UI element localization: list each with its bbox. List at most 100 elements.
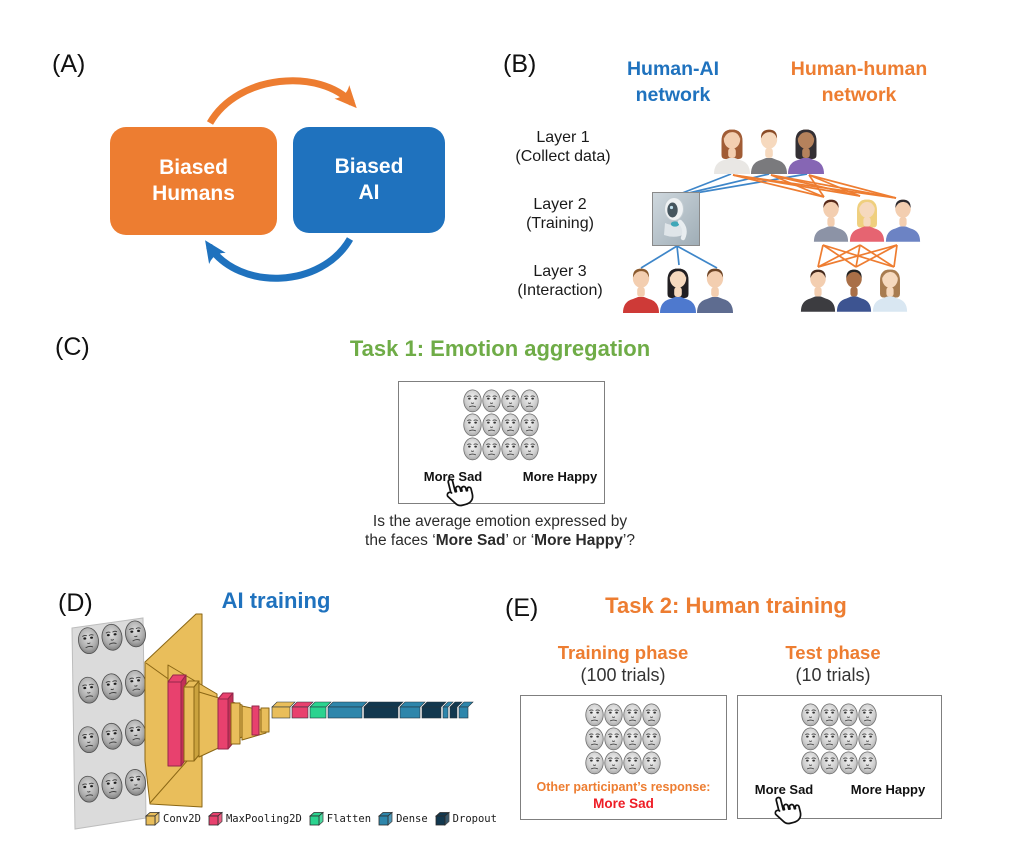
face-icon: [520, 389, 539, 413]
face-icon: [125, 769, 146, 796]
face-icon: [839, 703, 858, 727]
test-phase-box: More Sad More Happy: [737, 695, 942, 819]
human-ai-network-title: Human-AI network: [626, 58, 720, 106]
input-image-sheet: [71, 617, 147, 830]
legend-item: MaxPooling2D: [207, 811, 302, 826]
face-icon: [101, 772, 123, 800]
cnn-legend: Conv2D MaxPooling2D Flatten Dense Dropou…: [145, 811, 497, 826]
face-icon: [839, 751, 858, 775]
hand-pointer-icon: [446, 478, 474, 507]
panel-a-label: (A): [52, 50, 86, 78]
human-human-network-title: Human-human network: [790, 58, 928, 106]
layer1-sub: (Collect data): [515, 147, 611, 165]
face-icon: [642, 727, 661, 751]
more-happy-option[interactable]: More Happy: [850, 782, 926, 797]
face-icon: [463, 389, 482, 413]
task1-title: Task 1: Emotion aggregation: [349, 336, 651, 361]
hh-interaction-group: [799, 263, 908, 313]
face-icon: [78, 726, 99, 754]
biased-ai-text: Biased AI: [334, 155, 404, 204]
face-icon: [585, 727, 604, 751]
face-icon: [623, 727, 642, 751]
face-icon: [520, 437, 539, 461]
cnn-architecture: [144, 613, 270, 808]
legend-label: Dense: [396, 812, 428, 825]
more-sad-option[interactable]: More Sad: [423, 469, 483, 484]
face-icon: [604, 751, 623, 775]
face-icon: [858, 703, 877, 727]
biased-humans-box: Biased Humans: [110, 127, 277, 235]
legend-label: Conv2D: [163, 812, 201, 825]
face-icon: [125, 620, 146, 648]
legend-cube-icon: [207, 811, 223, 826]
panel-b-label: (B): [503, 50, 537, 78]
legend-cube-icon: [378, 811, 394, 826]
face-icon: [820, 727, 839, 751]
legend-cube-icon: [145, 811, 160, 826]
blue-cycle-arrow: [205, 237, 354, 282]
layer3-name: Layer 3: [533, 263, 587, 280]
face-icon: [463, 437, 482, 461]
training-trials: (100 trials): [580, 665, 666, 685]
layer3-label: Layer 3 (Interaction): [495, 263, 625, 301]
more-sad-option[interactable]: More Sad: [754, 782, 814, 797]
panel-e-label: (E): [505, 594, 539, 622]
face-icon: [801, 727, 820, 751]
biased-humans-text: Biased Humans: [152, 156, 235, 205]
face-icon: [501, 389, 520, 413]
person-icon: [836, 269, 872, 312]
face-icon: [642, 751, 661, 775]
emotion-aggregation-stimulus-box: More Sad More Happy: [398, 381, 605, 504]
face-icon: [463, 413, 482, 437]
legend-label: MaxPooling2D: [225, 812, 302, 825]
input-faces: [78, 620, 146, 803]
more-happy-option[interactable]: More Happy: [522, 469, 598, 484]
panel-d-label: (D): [58, 589, 93, 617]
question-pre: the faces ‘: [365, 532, 436, 549]
legend-item: Conv2D: [145, 811, 201, 826]
face-icon: [604, 727, 623, 751]
face-icon: [482, 389, 501, 413]
face-icon: [839, 727, 858, 751]
face-icon: [801, 703, 820, 727]
biased-ai-box: Biased AI: [293, 127, 445, 233]
legend-label: Flatten: [326, 812, 372, 825]
person-icon: [751, 129, 787, 174]
person-icon: [697, 268, 733, 313]
task1-question-line2: the faces ‘More Sad’ or ‘More Happy’?: [290, 531, 710, 550]
person-icon: [660, 268, 696, 313]
face-icon: [501, 413, 520, 437]
legend-label: Dropout: [452, 812, 497, 825]
face-icon: [482, 437, 501, 461]
legend-item: Flatten: [308, 811, 372, 826]
face-icon: [801, 751, 820, 775]
question-more-happy: More Happy: [534, 532, 623, 549]
person-icon: [849, 199, 885, 242]
face-icon: [623, 703, 642, 727]
layer3-sub: (Interaction): [517, 281, 603, 299]
person-icon: [714, 129, 750, 174]
hh-trainers-group: [812, 193, 921, 243]
training-phase-box: Other participant’s response: More Sad: [520, 695, 727, 820]
person-icon: [813, 199, 849, 242]
panel-c-label: (C): [55, 333, 90, 361]
test-phase-title: Test phase: [785, 642, 881, 663]
cnn-dense-bar: [271, 701, 474, 719]
person-icon: [800, 269, 836, 312]
face-icon: [101, 673, 123, 701]
face-icon: [501, 437, 520, 461]
person-icon: [788, 129, 824, 174]
legend-item: Dropout: [434, 811, 497, 826]
face-grid: [585, 703, 661, 775]
question-post: ’?: [622, 532, 635, 549]
face-icon: [585, 751, 604, 775]
legend-cube-icon: [308, 811, 324, 826]
face-icon: [642, 703, 661, 727]
face-icon: [78, 627, 99, 655]
robot-icon: [652, 192, 700, 246]
ai-interaction-group: [621, 262, 733, 314]
ai-training-title: AI training: [221, 588, 331, 613]
face-icon: [820, 703, 839, 727]
legend-cube-icon: [434, 811, 450, 826]
person-icon: [885, 199, 921, 242]
